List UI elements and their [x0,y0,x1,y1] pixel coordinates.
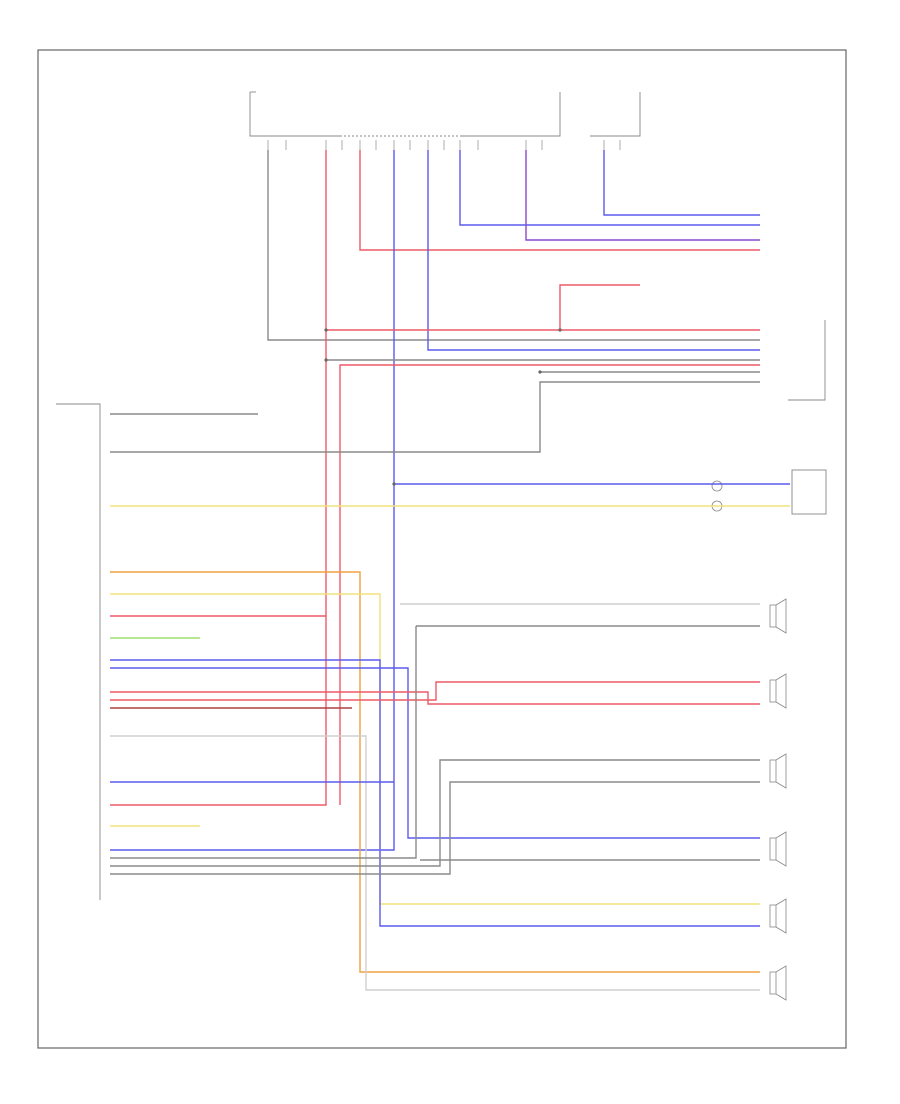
wire-top-red-b [359,150,760,251]
wire-blue-b [110,667,760,839]
top-left-connector [249,91,340,137]
wire-red-c [110,681,760,701]
wire-top-gray [267,150,760,341]
splice-dot [324,358,328,362]
wire-mid-gray-2 [110,381,760,453]
wire-orange [110,571,760,973]
wire-group [110,150,790,991]
speaker-icon [769,965,787,1001]
top-mid-connector [462,92,561,137]
left-radio-unit [56,403,101,900]
wire-blue-a [110,659,760,927]
wire-top-blue-d [603,150,760,216]
speaker-icon [769,673,787,709]
speaker-icon [769,898,787,934]
splice-dot [558,328,562,332]
splice-dot [538,370,542,374]
wire-gray-c [110,626,417,859]
speaker-group [769,598,787,1001]
wire-splice-red-up [559,284,640,330]
splice-dot [392,482,396,486]
top-right-connector [590,92,641,137]
wire-gray-d [110,759,760,867]
wire-gray-e [110,781,760,875]
speaker-icon [769,753,787,789]
speaker-icon [769,831,787,867]
diagram-frame [37,49,847,1049]
speaker-icon [769,598,787,634]
wire-top-blue-c [459,150,760,226]
wire-light-a [110,735,760,991]
right-bracket [788,320,826,401]
wire-top-red-a [110,150,327,806]
wire-mid-red [339,364,760,805]
wire-top-blue-b [427,150,760,351]
splice-dot [324,328,328,332]
wire-top-purple [525,150,760,241]
wire-top-blue-a [110,150,395,851]
antenna-amplifier [791,469,827,515]
wire-red-b [110,691,760,705]
top-pin-marks [267,140,621,150]
